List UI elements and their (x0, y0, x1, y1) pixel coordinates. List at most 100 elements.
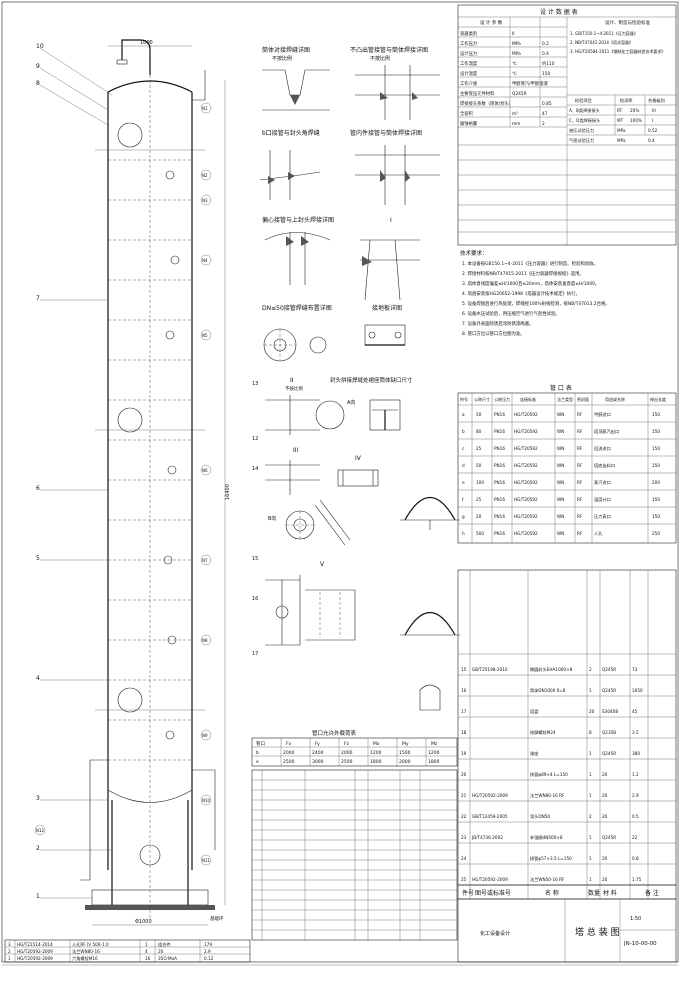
parts-cell: 20 (602, 814, 608, 819)
svg-text:14: 14 (252, 466, 258, 472)
vapor-pipe (121, 39, 151, 75)
parts-cell: Q245R (602, 667, 616, 672)
svg-text:35CrMoA: 35CrMoA (158, 956, 177, 961)
svg-text:设 计 数 据 表: 设 计 数 据 表 (540, 8, 578, 16)
svg-text:N7: N7 (202, 558, 208, 563)
parts-cell: 2 (589, 814, 592, 819)
svg-text:2000: 2000 (399, 759, 411, 765)
svg-text:N10: N10 (202, 798, 211, 803)
parts-cell: 17 (461, 709, 467, 714)
svg-text:13: 13 (252, 381, 258, 387)
svg-text:2.9: 2.9 (204, 949, 211, 954)
svg-text:0.12: 0.12 (204, 956, 214, 961)
pipe-clamp-2 (404, 611, 456, 636)
svg-text:检测率: 检测率 (620, 97, 633, 104)
title-block (457, 898, 677, 963)
nozzle-cell: WN (557, 514, 564, 519)
svg-text:MPa: MPa (512, 51, 521, 57)
svg-text:HG/T20592-2009: HG/T20592-2009 (17, 956, 53, 961)
svg-text:HG/T20592-2009: HG/T20592-2009 (17, 949, 53, 954)
nozzle-cell: 200 (652, 480, 660, 485)
detail-7-title: 接地板详图 (372, 304, 402, 312)
svg-text:1200: 1200 (370, 750, 382, 756)
svg-text:不按比例: 不按比例 (285, 385, 303, 392)
svg-text:管口: 管口 (256, 740, 265, 747)
nozzle-cell: 250 (652, 531, 660, 536)
svg-text:III: III (652, 108, 656, 113)
nozzle-cell: PN16 (494, 446, 505, 451)
detail-2-title: 不凸出管接管与筒体焊接详图 (350, 46, 428, 54)
svg-text:2500: 2500 (283, 759, 295, 765)
parts-cell: S30408 (602, 709, 618, 714)
svg-text:N12: N12 (36, 828, 45, 833)
svg-text:气密试验压力: 气密试验压力 (569, 137, 594, 144)
svg-text:约110: 约110 (542, 60, 555, 67)
svg-text:图号或标准号: 图号或标准号 (475, 889, 511, 897)
nozzle-cell: WN (557, 531, 564, 536)
manhole-mid (117, 407, 143, 433)
svg-text:N6: N6 (202, 468, 208, 473)
nozzle-cell: 温度计口 (594, 496, 611, 503)
svg-text:℃: ℃ (512, 71, 517, 77)
parts-cell: 15 (461, 667, 467, 672)
svg-text:3. 塔体直线度偏差≤H/1000且≤30mm，塔体安装垂直: 3. 塔体直线度偏差≤H/1000且≤30mm，塔体安装垂直度≤H/1000。 (462, 280, 599, 287)
svg-text:3: 3 (36, 795, 40, 802)
svg-text:连接标准: 连接标准 (520, 396, 536, 402)
svg-text:20: 20 (158, 949, 164, 954)
svg-text:℃: ℃ (512, 61, 517, 67)
svg-text:不按比例: 不按比例 (370, 55, 390, 62)
svg-text:3. HG/T20584-2011《钢制化工容器制造技术要求: 3. HG/T20584-2011《钢制化工容器制造技术要求》 (570, 48, 665, 54)
svg-text:组合件: 组合件 (158, 941, 171, 948)
section-I-label: I (390, 217, 392, 224)
svg-text:2: 2 (36, 845, 40, 852)
svg-text:16: 16 (145, 956, 151, 961)
nozzle-cell: b (462, 429, 465, 434)
parts-cell: Q245R (602, 688, 616, 693)
parts-cell: 裙座 (530, 750, 538, 757)
svg-text:Q245R: Q245R (512, 91, 527, 97)
pipe-clamp-1 (404, 496, 456, 521)
svg-text:用途或名称: 用途或名称 (605, 396, 625, 402)
svg-text:设计温度: 设计温度 (460, 70, 478, 77)
svg-text:II: II (512, 31, 515, 37)
svg-text:0.85: 0.85 (542, 101, 552, 107)
svg-text:0.4: 0.4 (648, 138, 655, 143)
svg-text:设计压力: 设计压力 (460, 50, 477, 57)
svg-text:技术要求：: 技术要求： (460, 249, 488, 257)
nozzle-cell: 人孔 (594, 530, 603, 537)
nozzle-cell: c (462, 446, 465, 451)
svg-text:C、D类焊接接头: C、D类焊接接头 (569, 117, 600, 124)
mid-parts-list (251, 769, 458, 941)
svg-text:Mx: Mx (373, 741, 380, 747)
shell-nozzles (163, 170, 180, 740)
parts-cell: 1 (589, 877, 592, 882)
parts-cell: HG/T20592-2009 (472, 877, 508, 882)
parts-cell: 45 (632, 709, 638, 714)
svg-text:N5: N5 (202, 333, 208, 338)
nozzle-cell: 20 (476, 514, 482, 519)
nozzle-cell: 压力表口 (594, 513, 611, 520)
nozzle-cell: WN (557, 446, 564, 451)
nozzle-cell: HG/T20592 (514, 429, 538, 434)
svg-text:100%: 100% (630, 118, 642, 123)
svg-text:检验项目: 检验项目 (575, 97, 592, 104)
parts-cell: Q245R (602, 835, 616, 840)
nozzle-cell: HG/T20592 (514, 480, 538, 485)
svg-text:N3: N3 (202, 198, 208, 203)
svg-text:1200: 1200 (428, 750, 440, 756)
base-dim-text: Φ1000 (135, 919, 152, 925)
svg-text:10: 10 (36, 43, 44, 50)
svg-text:12: 12 (252, 436, 258, 442)
svg-text:工作压力: 工作压力 (460, 40, 477, 47)
svg-text:47: 47 (542, 111, 548, 117)
nozzle-cell: PN16 (494, 463, 505, 468)
parts-cell: 21 (461, 793, 467, 798)
svg-text:六角螺栓M16: 六角螺栓M16 (72, 955, 98, 962)
nozzle-bubbles: N1 N2 N3 N4 N5 N6 N7 N8 N9 N10 N11 N12 (34, 102, 212, 866)
parts-cell: 8 (589, 730, 592, 735)
nozzle-cell: WN (557, 412, 564, 417)
skirt-access-hole (139, 844, 161, 866)
nozzle-cell: PN16 (494, 480, 505, 485)
